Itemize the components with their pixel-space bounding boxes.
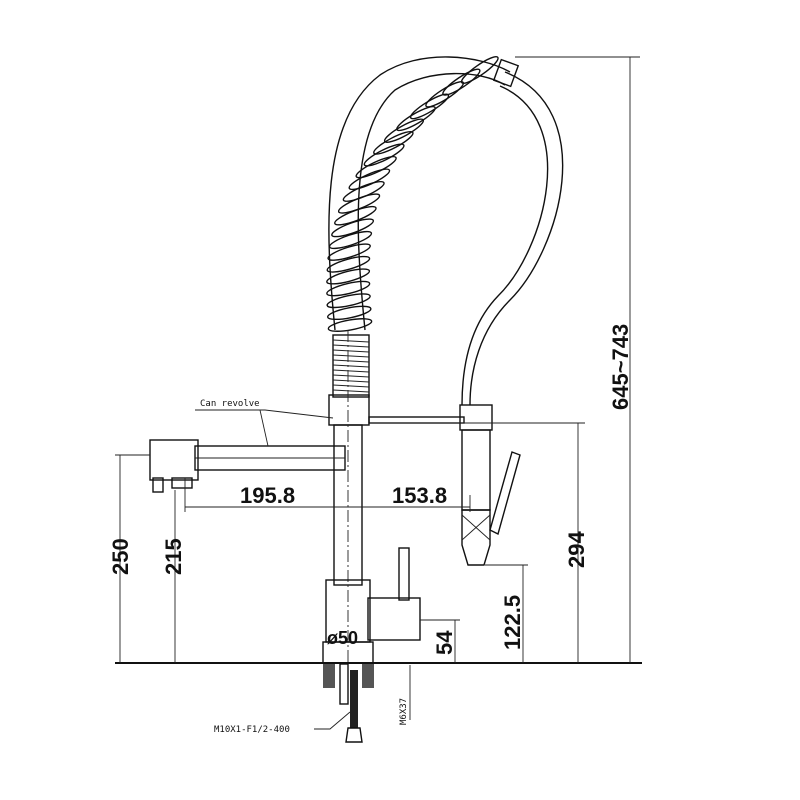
faucet-base <box>322 641 374 664</box>
collar-thread <box>332 344 370 348</box>
collar-thread <box>332 374 370 378</box>
spout-head <box>149 439 199 481</box>
collar-thread <box>332 384 370 388</box>
revolve-leader-1 <box>195 409 334 419</box>
spring-coil-turn <box>425 81 465 108</box>
dim-spray-height: 294 <box>564 531 589 568</box>
collar-thread <box>332 389 370 393</box>
spring-coil-turn <box>355 155 397 179</box>
spring-coil-turn <box>363 143 405 167</box>
spring-coil-turn <box>326 268 371 285</box>
hose-inner <box>461 85 549 406</box>
spring-coil-turn <box>327 243 371 261</box>
spring-coil-turn <box>442 68 481 96</box>
spout-aerator <box>171 477 193 489</box>
stud-spec-label: M6X37 <box>399 698 409 725</box>
dim-base-diameter: ø50 <box>327 628 358 648</box>
spring-spine-left <box>328 56 511 331</box>
collar-thread <box>332 364 370 368</box>
dim-spray-offset: 153.8 <box>392 483 447 508</box>
dim-total-height: 645~743 <box>608 324 633 410</box>
dim-spray-outlet-height: 122.5 <box>500 595 525 650</box>
spring-coil-turn <box>396 105 436 132</box>
collar-thread <box>332 379 370 383</box>
dim-handle-height: 54 <box>432 630 457 655</box>
mounting-nut-right <box>362 664 374 688</box>
spray-nozzle <box>461 509 491 566</box>
hose-spec-label: M10X1-F1/2-400 <box>214 725 290 735</box>
dim-spout-height: 250 <box>108 538 133 575</box>
mounting-nut-left <box>323 664 335 688</box>
dim-spout-reach: 195.8 <box>240 483 295 508</box>
revolve-leader-2 <box>259 409 269 447</box>
spring-coil-turn <box>348 168 391 191</box>
dim-outlet-height: 215 <box>161 538 186 575</box>
nozzle-hatch-2 <box>461 514 491 541</box>
spring-spine-right <box>357 72 506 331</box>
supply-hose <box>350 670 358 728</box>
spring-coil-turn <box>373 130 414 155</box>
spring-coil-turn <box>326 255 371 273</box>
collar-thread <box>332 359 370 363</box>
spring-coil <box>326 56 499 332</box>
collar-thread <box>332 349 370 353</box>
swivel-joint <box>328 394 370 426</box>
spring-coil-turn <box>327 318 373 332</box>
collar-thread <box>332 354 370 358</box>
spring-coil-turn <box>326 305 372 321</box>
spring-coil-turn <box>460 56 499 84</box>
spring-coil-turn <box>326 280 371 297</box>
mixer-handle-block <box>367 597 421 641</box>
spring-coil-turn <box>342 180 385 202</box>
collar-thread <box>332 369 370 373</box>
hose-outer <box>469 71 564 406</box>
spray-holder-arm <box>368 416 465 424</box>
mixer-lever <box>398 547 410 601</box>
spray-trigger <box>489 451 521 536</box>
hose-clip <box>492 58 520 88</box>
hose-spec-leader <box>314 711 351 730</box>
spray-head-body <box>461 429 491 511</box>
threaded-collar <box>332 334 370 398</box>
spray-holder <box>459 404 493 431</box>
hose-connector <box>345 727 363 743</box>
mounting-stud <box>339 663 349 705</box>
can-revolve-label: Can revolve <box>200 399 260 409</box>
spout-nozzle <box>152 477 164 493</box>
spring-coil-turn <box>326 293 371 309</box>
collar-thread <box>332 339 370 343</box>
